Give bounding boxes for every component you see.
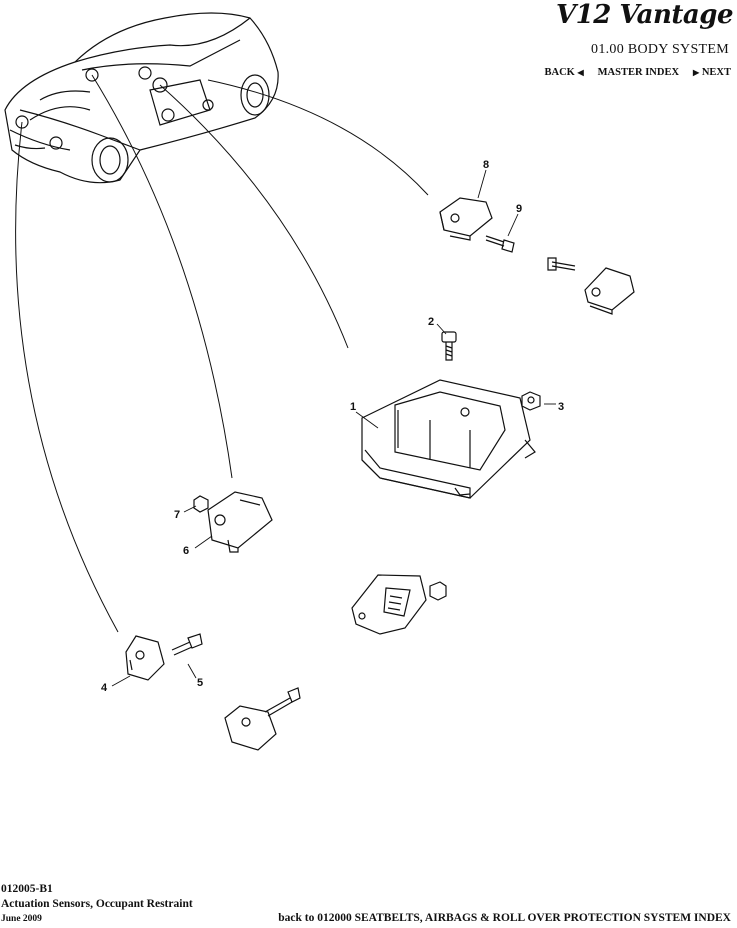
master-index-link[interactable]: MASTER INDEX	[597, 67, 680, 78]
control-module	[361, 379, 536, 499]
car-illustration	[4, 12, 279, 184]
next-link-label: NEXT	[701, 67, 731, 78]
callout-4: 4	[101, 682, 108, 694]
back-link-label: BACK	[544, 67, 575, 78]
sensor-4	[125, 635, 165, 681]
navigation-bar: BACK ◀ MASTER INDEX ▶ NEXT	[545, 67, 731, 78]
sensor-6	[207, 491, 273, 553]
callout-3: 3	[558, 401, 564, 413]
callout-9: 9	[516, 203, 522, 215]
section-title: 01.00 BODY SYSTEM	[591, 42, 729, 57]
document-code: 012005-B1	[1, 883, 53, 895]
next-link[interactable]: ▶ NEXT	[693, 67, 731, 78]
footer-info: 012005-B1 Actuation Sensors, Occupant Re…	[1, 882, 193, 926]
triangle-left-icon: ◀	[577, 68, 584, 77]
bolt-5	[171, 633, 203, 656]
callout-5: 5	[197, 677, 203, 689]
bolt-9	[485, 235, 515, 253]
side-sensor-right	[547, 257, 635, 315]
triangle-right-icon: ▶	[693, 68, 700, 77]
document-date: June 2009	[1, 914, 42, 924]
document-title: Actuation Sensors, Occupant Restraint	[1, 898, 193, 910]
callout-8: 8	[483, 159, 489, 171]
bolt-2	[441, 331, 457, 361]
callout-leaders	[111, 169, 556, 687]
callout-2: 2	[428, 316, 434, 328]
back-to-index-link[interactable]: back to 012000 SEATBELTS, AIRBAGS & ROLL…	[278, 912, 731, 924]
brand-logo: V12 Vantage	[555, 0, 734, 30]
side-sensor-lower	[224, 687, 301, 751]
callout-7: 7	[174, 509, 180, 521]
sensor-8	[439, 197, 493, 241]
callout-1: 1	[350, 401, 356, 413]
back-link[interactable]: BACK ◀	[545, 67, 584, 78]
mounting-bracket	[351, 574, 447, 635]
leader-lines	[15, 74, 429, 633]
nut-3	[521, 391, 541, 411]
callouts: 1 2 3 4 5 6 7 8 9	[101, 159, 564, 694]
nut-7	[193, 495, 209, 513]
callout-6: 6	[183, 545, 189, 557]
